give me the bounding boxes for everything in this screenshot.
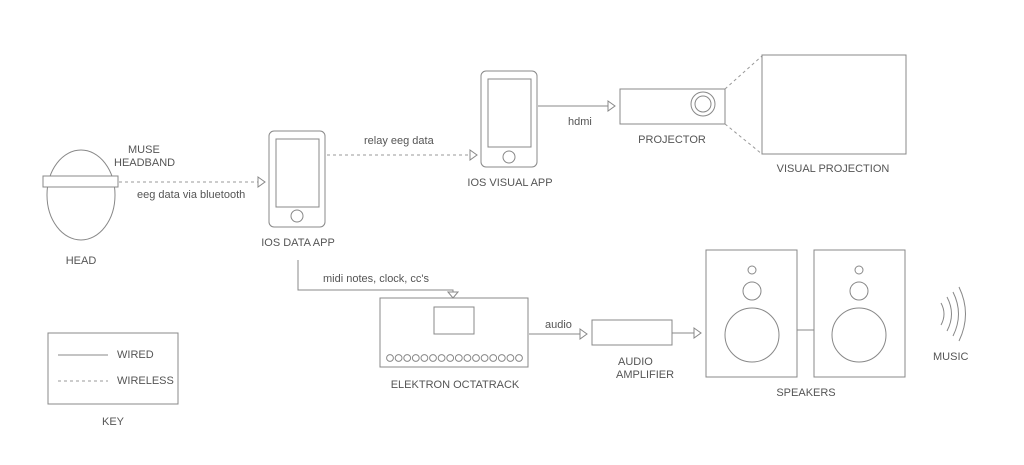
octatrack-icon [379,297,529,368]
speaker-right-icon [813,249,906,378]
projection-screen [761,54,907,155]
projector-label: PROJECTOR [638,134,706,146]
octatrack-button-icon [446,354,455,362]
octatrack-button-icon [403,354,412,362]
key-box [47,332,179,405]
head-label: HEAD [65,255,97,267]
muse-label-line2: HEADBAND [114,157,176,169]
octatrack-button-icon [489,354,498,362]
midi-connection [297,260,460,299]
music-label: MUSIC [933,351,969,363]
amp-label-line2: AMPLIFIER [616,369,675,381]
octatrack-button-icon [506,354,515,362]
sound-waves-icon [940,286,966,342]
visual-projection-label: VISUAL PROJECTION [776,163,890,175]
octatrack-button-icon [480,354,489,362]
octatrack-button-icon [429,354,437,362]
key-wired-label: WIRED [117,349,154,361]
octatrack-button-icon [411,354,420,362]
hdmi-connection [538,100,616,112]
eeg-bluetooth-label: eeg data via bluetooth [137,189,246,201]
audio-amplifier-label: AUDIO AMPLIFIER [616,356,675,382]
audio-label: audio [545,319,572,331]
projector-icon [619,88,726,125]
amp-speaker-connection [672,327,702,339]
ios-visual-app-label: IOS VISUAL APP [467,177,553,189]
head-icon [42,149,119,241]
octatrack-button-icon [497,354,506,362]
speaker-left-icon [705,249,798,378]
audio-connection [529,328,588,340]
muse-headband-label: MUSE HEADBAND [114,144,175,170]
midi-label: midi notes, clock, cc's [323,273,430,285]
octatrack-button-icon [420,354,429,362]
ios-data-app-label: IOS DATA APP [261,237,335,249]
octatrack-button-icon [515,354,523,362]
bluetooth-connection [119,176,266,188]
key-title-label: KEY [101,416,125,428]
hdmi-label: hdmi [568,116,592,128]
octatrack-button-icon [437,354,446,362]
octatrack-button-icon [454,354,463,362]
amp-label-line1: AUDIO [618,356,653,368]
ios-visual-app-phone-icon [480,70,538,168]
projection-beam [724,55,763,155]
octatrack-button-icon [394,354,403,362]
octatrack-buttons [386,354,523,362]
relay-connection [327,149,478,161]
elektron-label: ELEKTRON OCTATRACK [390,379,520,391]
speakers-label: SPEAKERS [776,387,836,399]
muse-label-line1: MUSE [128,144,160,156]
octatrack-button-icon [463,354,472,362]
octatrack-button-icon [472,354,480,362]
key-wireless-label: WIRELESS [117,375,174,387]
relay-eeg-label: relay eeg data [364,135,434,147]
amplifier-icon [591,319,673,346]
octatrack-button-icon [386,354,394,362]
ios-data-app-phone-icon [268,130,326,228]
